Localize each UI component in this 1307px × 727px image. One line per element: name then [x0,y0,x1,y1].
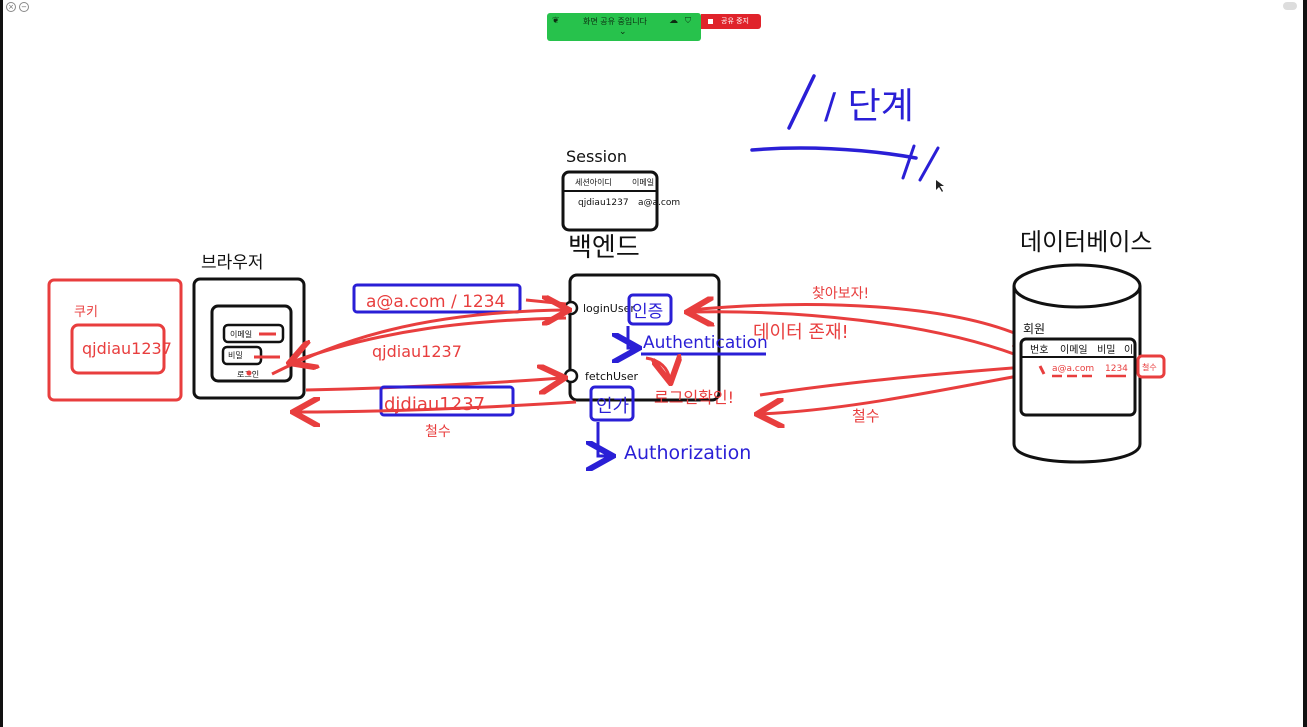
db-return-name-label: 철수 [852,407,880,425]
browser-pw-field: 비밀 [228,351,243,360]
window-minimize-icon[interactable]: − [19,2,29,12]
session-row-email: a@a.com [638,198,680,208]
browser-backend-arrows: a@a.com / 1234 qjdiau1237 djdiau1237 철수 [271,283,577,440]
browser-box: 브라우저 이메일 비밀 로그인 [192,253,306,400]
authentication-annotation: 인증 Authentication [628,293,768,354]
authn-kr: 인증 [632,302,663,322]
window-right-border [1303,0,1307,727]
cookie-value: qjdiau1237 [82,339,172,358]
browser-title: 브라우저 [201,253,264,273]
session-title: Session [566,147,627,166]
window-close-icon[interactable]: × [6,2,16,12]
window-resize-handle[interactable] [1283,2,1297,10]
db-row-pw: 1234 [1105,364,1128,374]
session-table: Session 세션아이디 이메일 qjdiau1237 a@a.com [561,147,680,232]
db-col-pw: 비밀 [1097,344,1115,356]
browser-email-field: 이메일 [230,329,252,339]
stop-icon [708,19,713,24]
cookie-box: 쿠키 qjdiau1237 [47,278,183,402]
authorization-annotation: 인가 Authorization [591,385,751,464]
stage-annotation: / 단계 [750,74,940,182]
session-row-id: qjdiau1237 [578,198,629,208]
response-name-text: 철수 [425,424,451,440]
share-status-text: 화면 공유 중입니다 [583,17,647,26]
session-header-id: 세션아이디 [575,177,612,187]
cloud-icon[interactable]: ☁ [669,16,678,26]
screen-share-bar[interactable]: ❦ 화면 공유 중입니다 ☁ ⛉ ⌄ [547,13,701,41]
chevron-down-icon[interactable]: ⌄ [619,27,627,37]
database-cylinder: 데이터베이스 회원 번호 이메일 비밀 이 a@a.com 1234 철수 [1012,228,1166,464]
shield-icon[interactable]: ⛉ [685,16,691,25]
db-row-email: a@a.com [1052,364,1094,374]
data-exists-label: 데이터 존재! [753,322,849,343]
window-controls: × − [6,2,29,12]
fetch-user-endpoint: fetchUser [585,370,639,383]
db-row-name: 철수 [1142,362,1157,372]
credentials-text: a@a.com / 1234 [366,292,505,312]
authz-en: Authorization [624,442,751,464]
stop-share-button[interactable]: 공유 중지 [701,14,761,29]
window-left-border [0,0,3,727]
session-header-email: 이메일 [632,177,654,187]
cookie-label: 쿠키 [74,305,98,320]
stage-label: / 단계 [824,86,914,127]
response-session-text: qjdiau1237 [372,342,462,361]
db-table-name: 회원 [1023,322,1045,336]
login-check-label: 로그인확인! [654,388,734,407]
stop-share-label: 공유 중지 [721,17,749,25]
database-title: 데이터베이스 [1020,228,1152,256]
db-col-email: 이메일 [1060,344,1088,356]
authn-en: Authentication [643,333,768,353]
db-col-more: 이 [1124,344,1133,356]
backend-title: 백엔드 [568,233,640,263]
backend-db-arrows: 찾아보자! 데이터 존재! 로그인확인! 철수 [645,286,1040,425]
app-logo-icon: ❦ [552,16,560,26]
mouse-cursor-icon [936,180,944,192]
login-user-endpoint: loginUser [583,302,635,315]
authz-kr: 인가 [596,396,629,417]
db-col-no: 번호 [1030,344,1048,356]
find-label: 찾아보자! [812,286,869,302]
